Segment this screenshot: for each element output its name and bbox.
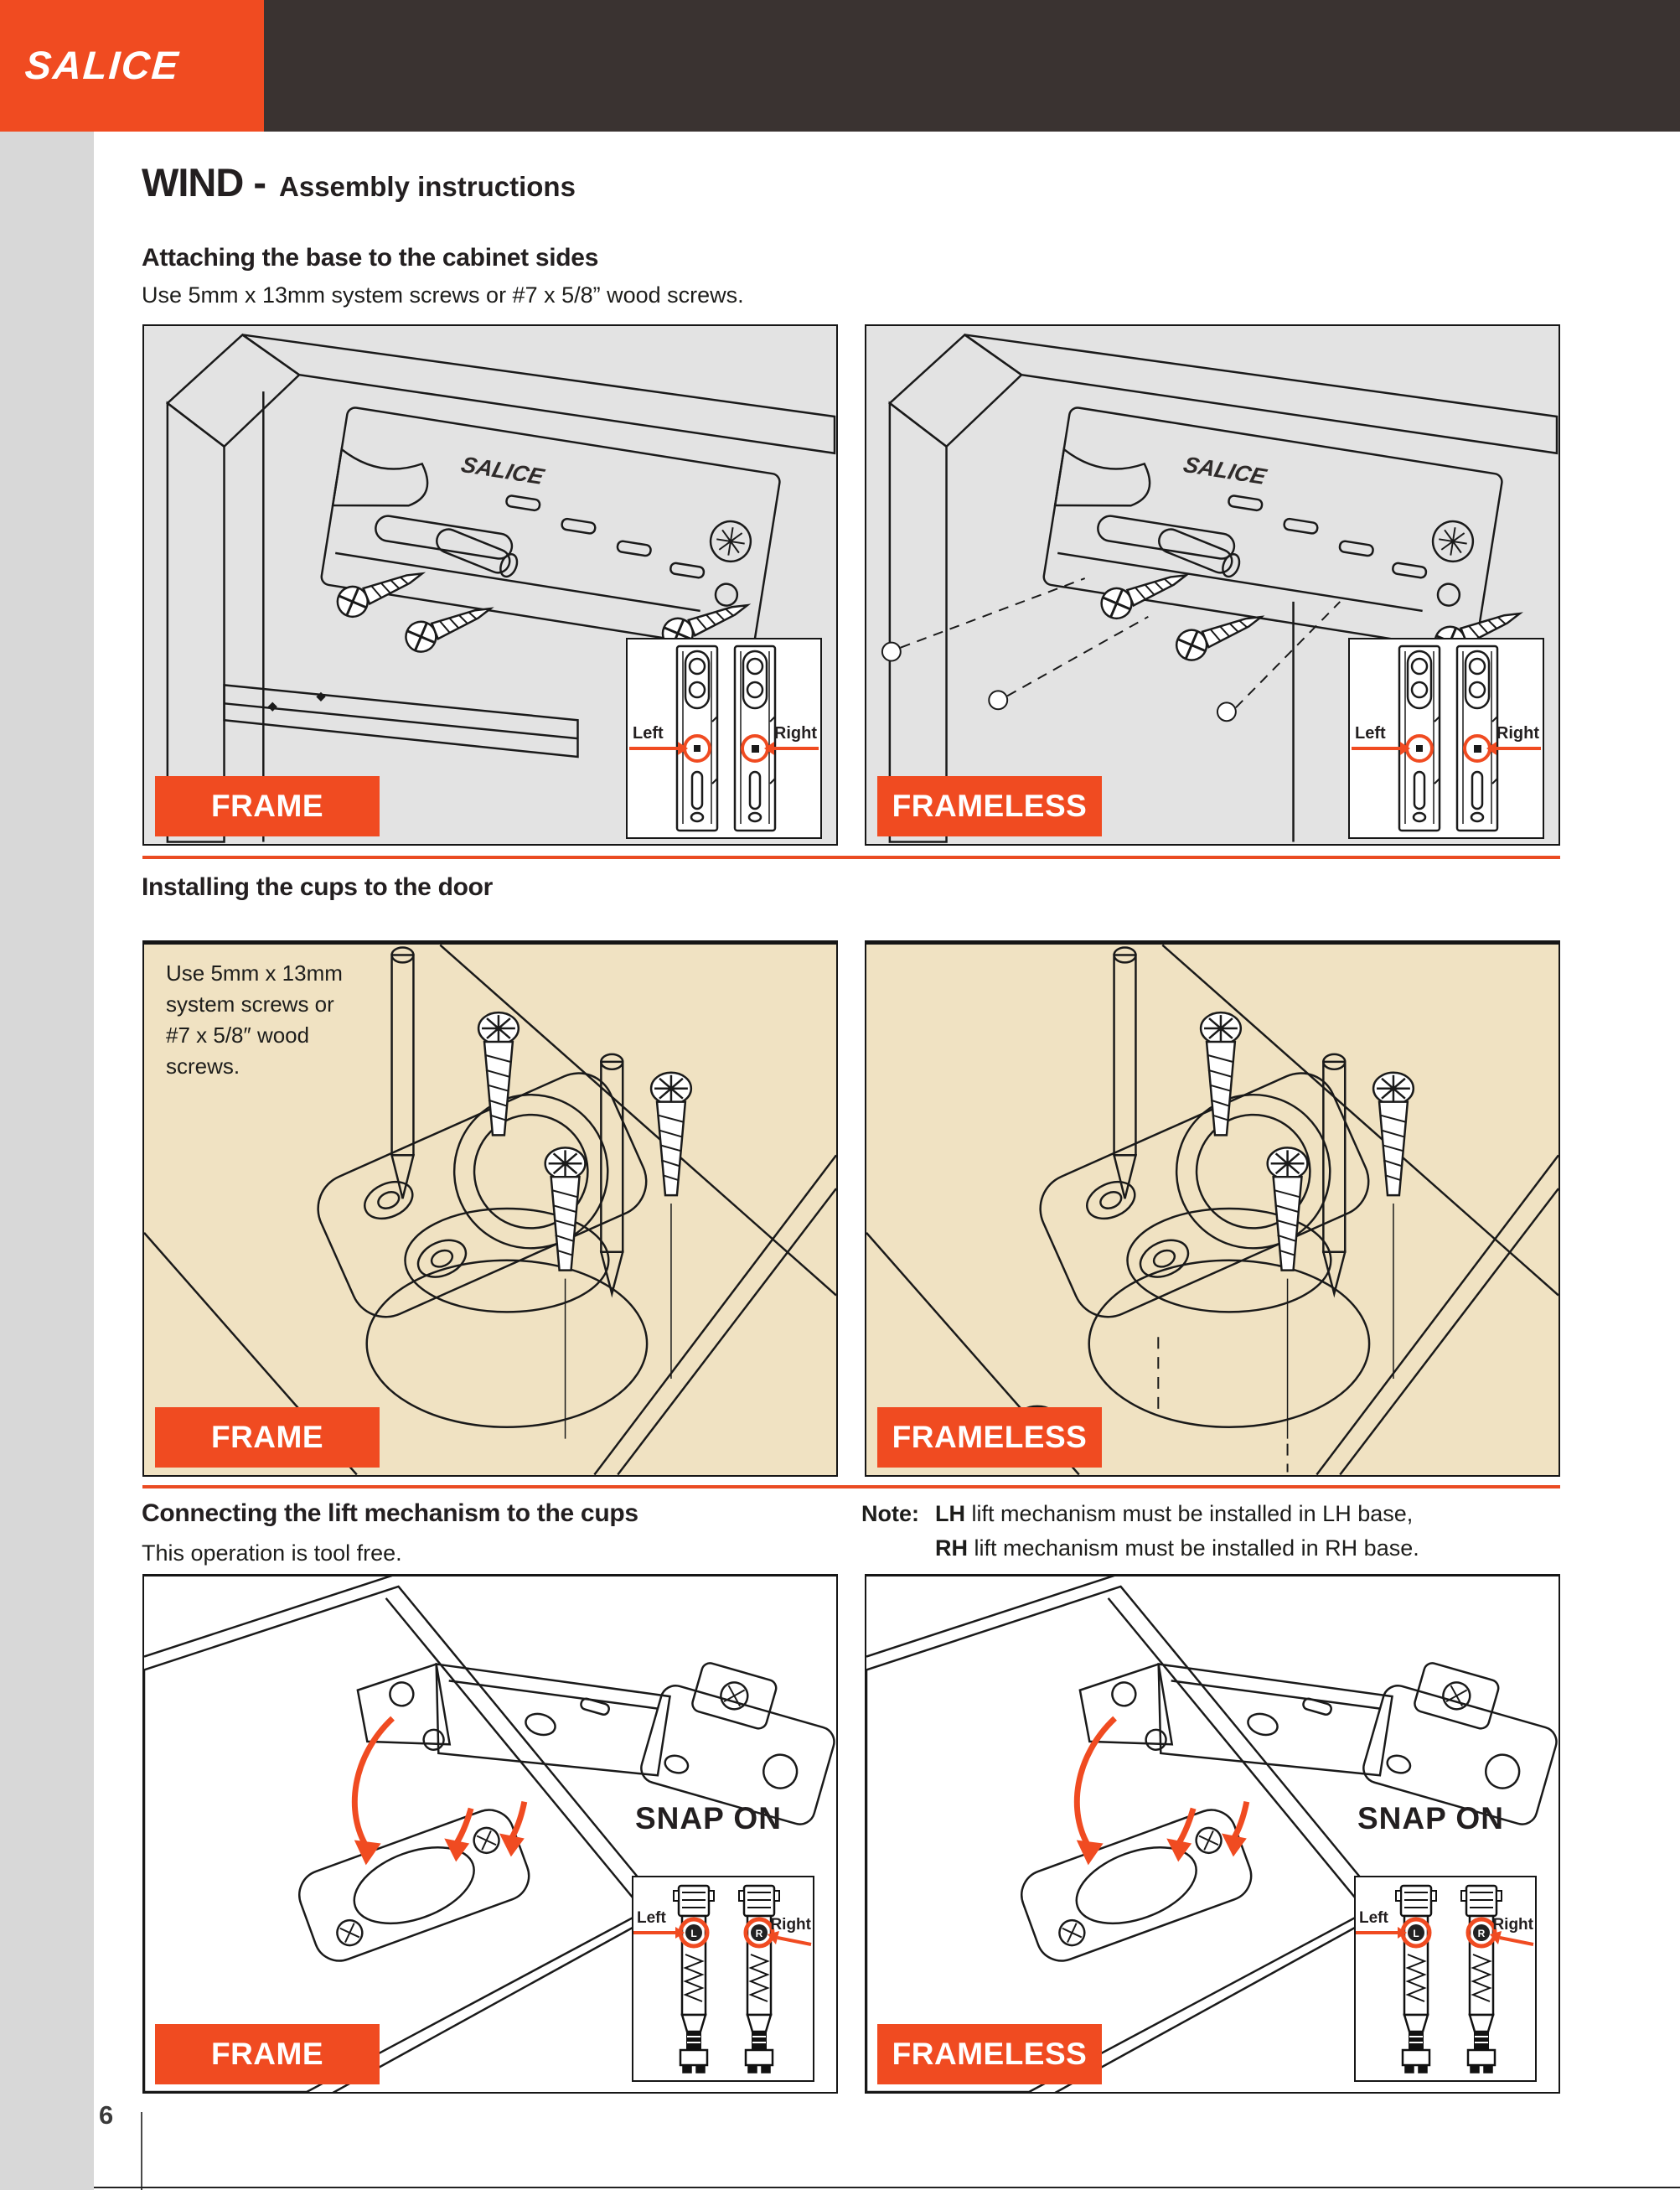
note-rh: RH (935, 1535, 968, 1561)
dowel-pin (436, 528, 519, 578)
section3-body: This operation is tool free. (142, 1540, 402, 1566)
footer-rule-horizontal (94, 2187, 1680, 2188)
lift-mechanism-illustration (866, 1576, 1558, 2092)
snap-on-label: SNAP ON (635, 1801, 782, 1835)
plate-brand-text: SALICE (458, 452, 547, 489)
frame-badge: FRAME (155, 1407, 380, 1468)
frameless-badge: FRAMELESS (877, 2024, 1102, 2084)
section-divider (142, 1485, 1560, 1488)
section1-heading: Attaching the base to the cabinet sides (142, 244, 599, 272)
left-right-inset: L R Left Right (1354, 1876, 1537, 2082)
inset-right-label: Right (774, 724, 817, 743)
snap-on-label: SNAP ON (1357, 1801, 1504, 1835)
panel-screw-note: Use 5mm x 13mm system screws or #7 x 5/8… (166, 960, 343, 1079)
note-label: Note: (861, 1501, 919, 1526)
panel-base-frameless: SALICE (865, 324, 1560, 846)
cabinet-base-illustration: SALICE (881, 333, 1559, 843)
note-block: Note: LH lift mechanism must be installe… (861, 1497, 1565, 1566)
pilot-hole-leaders (881, 577, 1341, 722)
frameless-badge: FRAMELESS (877, 1407, 1102, 1468)
page-title-sub: Assembly instructions (279, 171, 576, 202)
snap-arrows (351, 1716, 528, 1866)
brand-logo-block: SALICE (0, 0, 264, 132)
note-line2: lift mechanism must be installed in RH b… (968, 1535, 1419, 1561)
plate-brand-text: SALICE (1181, 452, 1269, 489)
left-right-inset: Left Right (1348, 638, 1544, 839)
inset-left-label: Left (633, 724, 664, 743)
frame-badge: FRAME (155, 2024, 380, 2084)
panel-lift-frameless: SNAP ON L R Left Right FRAMELESS (865, 1574, 1560, 2094)
inset-right-label: Right (770, 1916, 811, 1934)
left-mech-letter: L (1413, 1928, 1419, 1939)
footer-rule-vertical (141, 2112, 142, 2190)
inset-left-label: Left (1355, 724, 1386, 743)
frameless-badge: FRAMELESS (877, 776, 1102, 836)
header-bar (264, 0, 1680, 132)
section1-body: Use 5mm x 13mm system screws or #7 x 5/8… (142, 282, 744, 308)
section2-heading: Installing the cups to the door (142, 873, 494, 901)
hinge-cup (317, 1072, 648, 1318)
section-divider (142, 856, 1560, 859)
snap-arrows (1073, 1716, 1250, 1866)
lift-mechanism-illustration (144, 1576, 835, 2092)
hinge-cup (1039, 1072, 1370, 1318)
screwdriver (1112, 946, 1138, 1199)
note-lh: LH (935, 1501, 965, 1526)
cabinet-base-illustration: SALICE (165, 333, 836, 843)
section3-heading: Connecting the lift mechanism to the cup… (142, 1499, 638, 1527)
inset-right-label: Right (1492, 1916, 1533, 1934)
screwdriver (1321, 1053, 1347, 1298)
page-number: 6 (99, 2100, 114, 2130)
right-arrow-icon (1499, 1936, 1534, 1946)
right-marker-circle-icon (743, 1917, 775, 1949)
screwdriver (599, 1053, 624, 1298)
screwdriver (390, 946, 416, 1199)
hinge-cup (298, 1809, 530, 1962)
left-margin-stripe (0, 132, 94, 2190)
page-title-main: WIND - (142, 160, 266, 205)
brand-logo: SALICE (23, 43, 182, 87)
inset-left-label: Left (1359, 1909, 1389, 1927)
lift-arm (356, 1662, 835, 1825)
dowel-pin (1158, 528, 1241, 578)
panel-lift-frame: SNAP ON L R Left Right FRAME (142, 1574, 838, 2094)
panel-base-frame: SALICE (142, 324, 838, 846)
left-right-inset: L R Left Right (632, 1876, 814, 2082)
cup-install-illustration (144, 945, 836, 1475)
panel-cup-frame: Use 5mm x 13mm system screws or #7 x 5/8… (142, 940, 838, 1477)
left-mech-letter: L (690, 1928, 696, 1939)
note-line1: lift mechanism must be installed in LH b… (965, 1501, 1414, 1526)
left-right-inset: Left Right (626, 638, 822, 839)
panel-cup-frameless: FRAMELESS (865, 940, 1560, 1477)
right-mech-letter: R (1478, 1928, 1486, 1939)
page-title: WIND - Assembly instructions (142, 159, 576, 205)
hinge-cup (1021, 1809, 1253, 1962)
frame-badge: FRAME (155, 776, 380, 836)
right-arrow-icon (777, 1936, 812, 1946)
cup-install-illustration (866, 945, 1559, 1475)
inset-left-label: Left (637, 1909, 667, 1927)
right-marker-circle-icon (1465, 1917, 1497, 1949)
lift-arm (1078, 1662, 1558, 1825)
inset-right-label: Right (1496, 724, 1539, 743)
right-mech-letter: R (756, 1928, 763, 1939)
